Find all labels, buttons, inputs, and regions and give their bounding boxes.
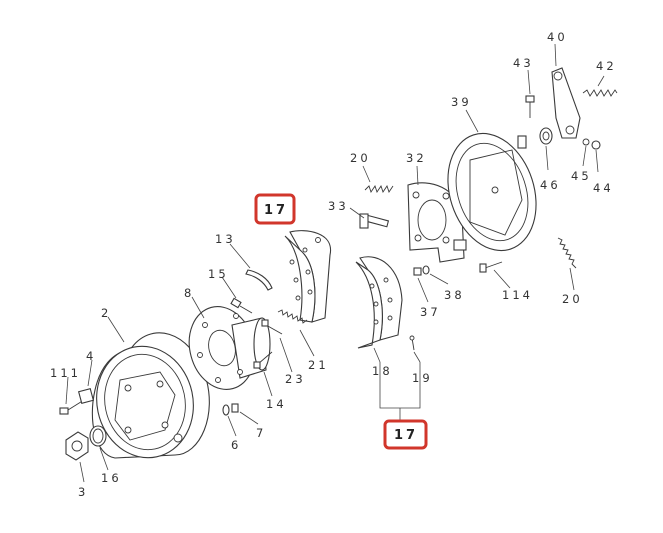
label-21: 21 [308,358,329,372]
plate-4 [77,387,95,405]
brake-shoe-lower [355,256,403,349]
bolt-43 [525,95,535,118]
label-13: 13 [215,232,236,246]
spring-13 [245,269,273,291]
callout-17-lower-label: 17 [394,428,418,443]
bolt-14 [253,351,273,369]
nut-7 [231,403,239,413]
callout-17-lower: 17 [383,419,428,450]
pin-33 [359,213,390,229]
label-40: 40 [547,30,568,44]
o-ring-16 [89,425,107,447]
label-19: 19 [412,371,433,385]
brake-lever [551,67,581,139]
label-16: 16 [101,471,122,485]
return-spring-20-upper [364,184,394,194]
washer-46 [539,127,553,145]
return-spring-21 [277,309,308,324]
pin-19 [409,335,415,351]
label-39: 39 [451,95,472,109]
bolt-114 [479,261,503,273]
label-4: 4 [86,349,96,363]
label-2: 2 [101,306,111,320]
label-114: 114 [502,288,533,302]
leader-lines [65,43,605,483]
washer-45 [582,138,590,146]
label-14: 14 [266,397,287,411]
bolt-15 [230,297,253,314]
label-44: 44 [593,181,614,195]
stud-23 [261,319,283,335]
washer-38 [422,265,430,275]
label-20-lower: 20 [562,292,583,306]
label-7: 7 [256,426,266,440]
label-23: 23 [285,372,306,386]
return-spring-42 [582,89,618,97]
callout-17-upper-label: 17 [264,203,288,218]
brake-drum [91,332,210,459]
label-3: 3 [78,485,88,499]
label-45: 45 [571,169,592,183]
dust-shield [447,132,537,252]
brake-shoe-upper [284,230,331,323]
label-42: 42 [596,59,617,73]
callout-17-upper: 17 [254,193,296,225]
label-32: 32 [406,151,427,165]
bolt-111 [59,399,85,415]
nut-44 [591,140,601,150]
backing-plate [407,182,467,263]
label-43: 43 [513,56,534,70]
label-8: 8 [184,286,194,300]
label-18: 18 [372,364,393,378]
part-labels: 40 43 42 39 46 45 44 20 32 33 13 15 8 2 … [50,30,617,499]
label-111: 111 [50,366,81,380]
label-6: 6 [231,438,241,452]
label-38: 38 [444,288,465,302]
label-37: 37 [420,305,441,319]
washer-6 [222,404,230,416]
label-20-upper: 20 [350,151,371,165]
nut-3 [65,431,89,461]
nut-37 [413,267,422,276]
label-15: 15 [208,267,229,281]
label-33: 33 [328,199,349,213]
label-46: 46 [540,178,561,192]
return-spring-20-lower [557,237,577,269]
